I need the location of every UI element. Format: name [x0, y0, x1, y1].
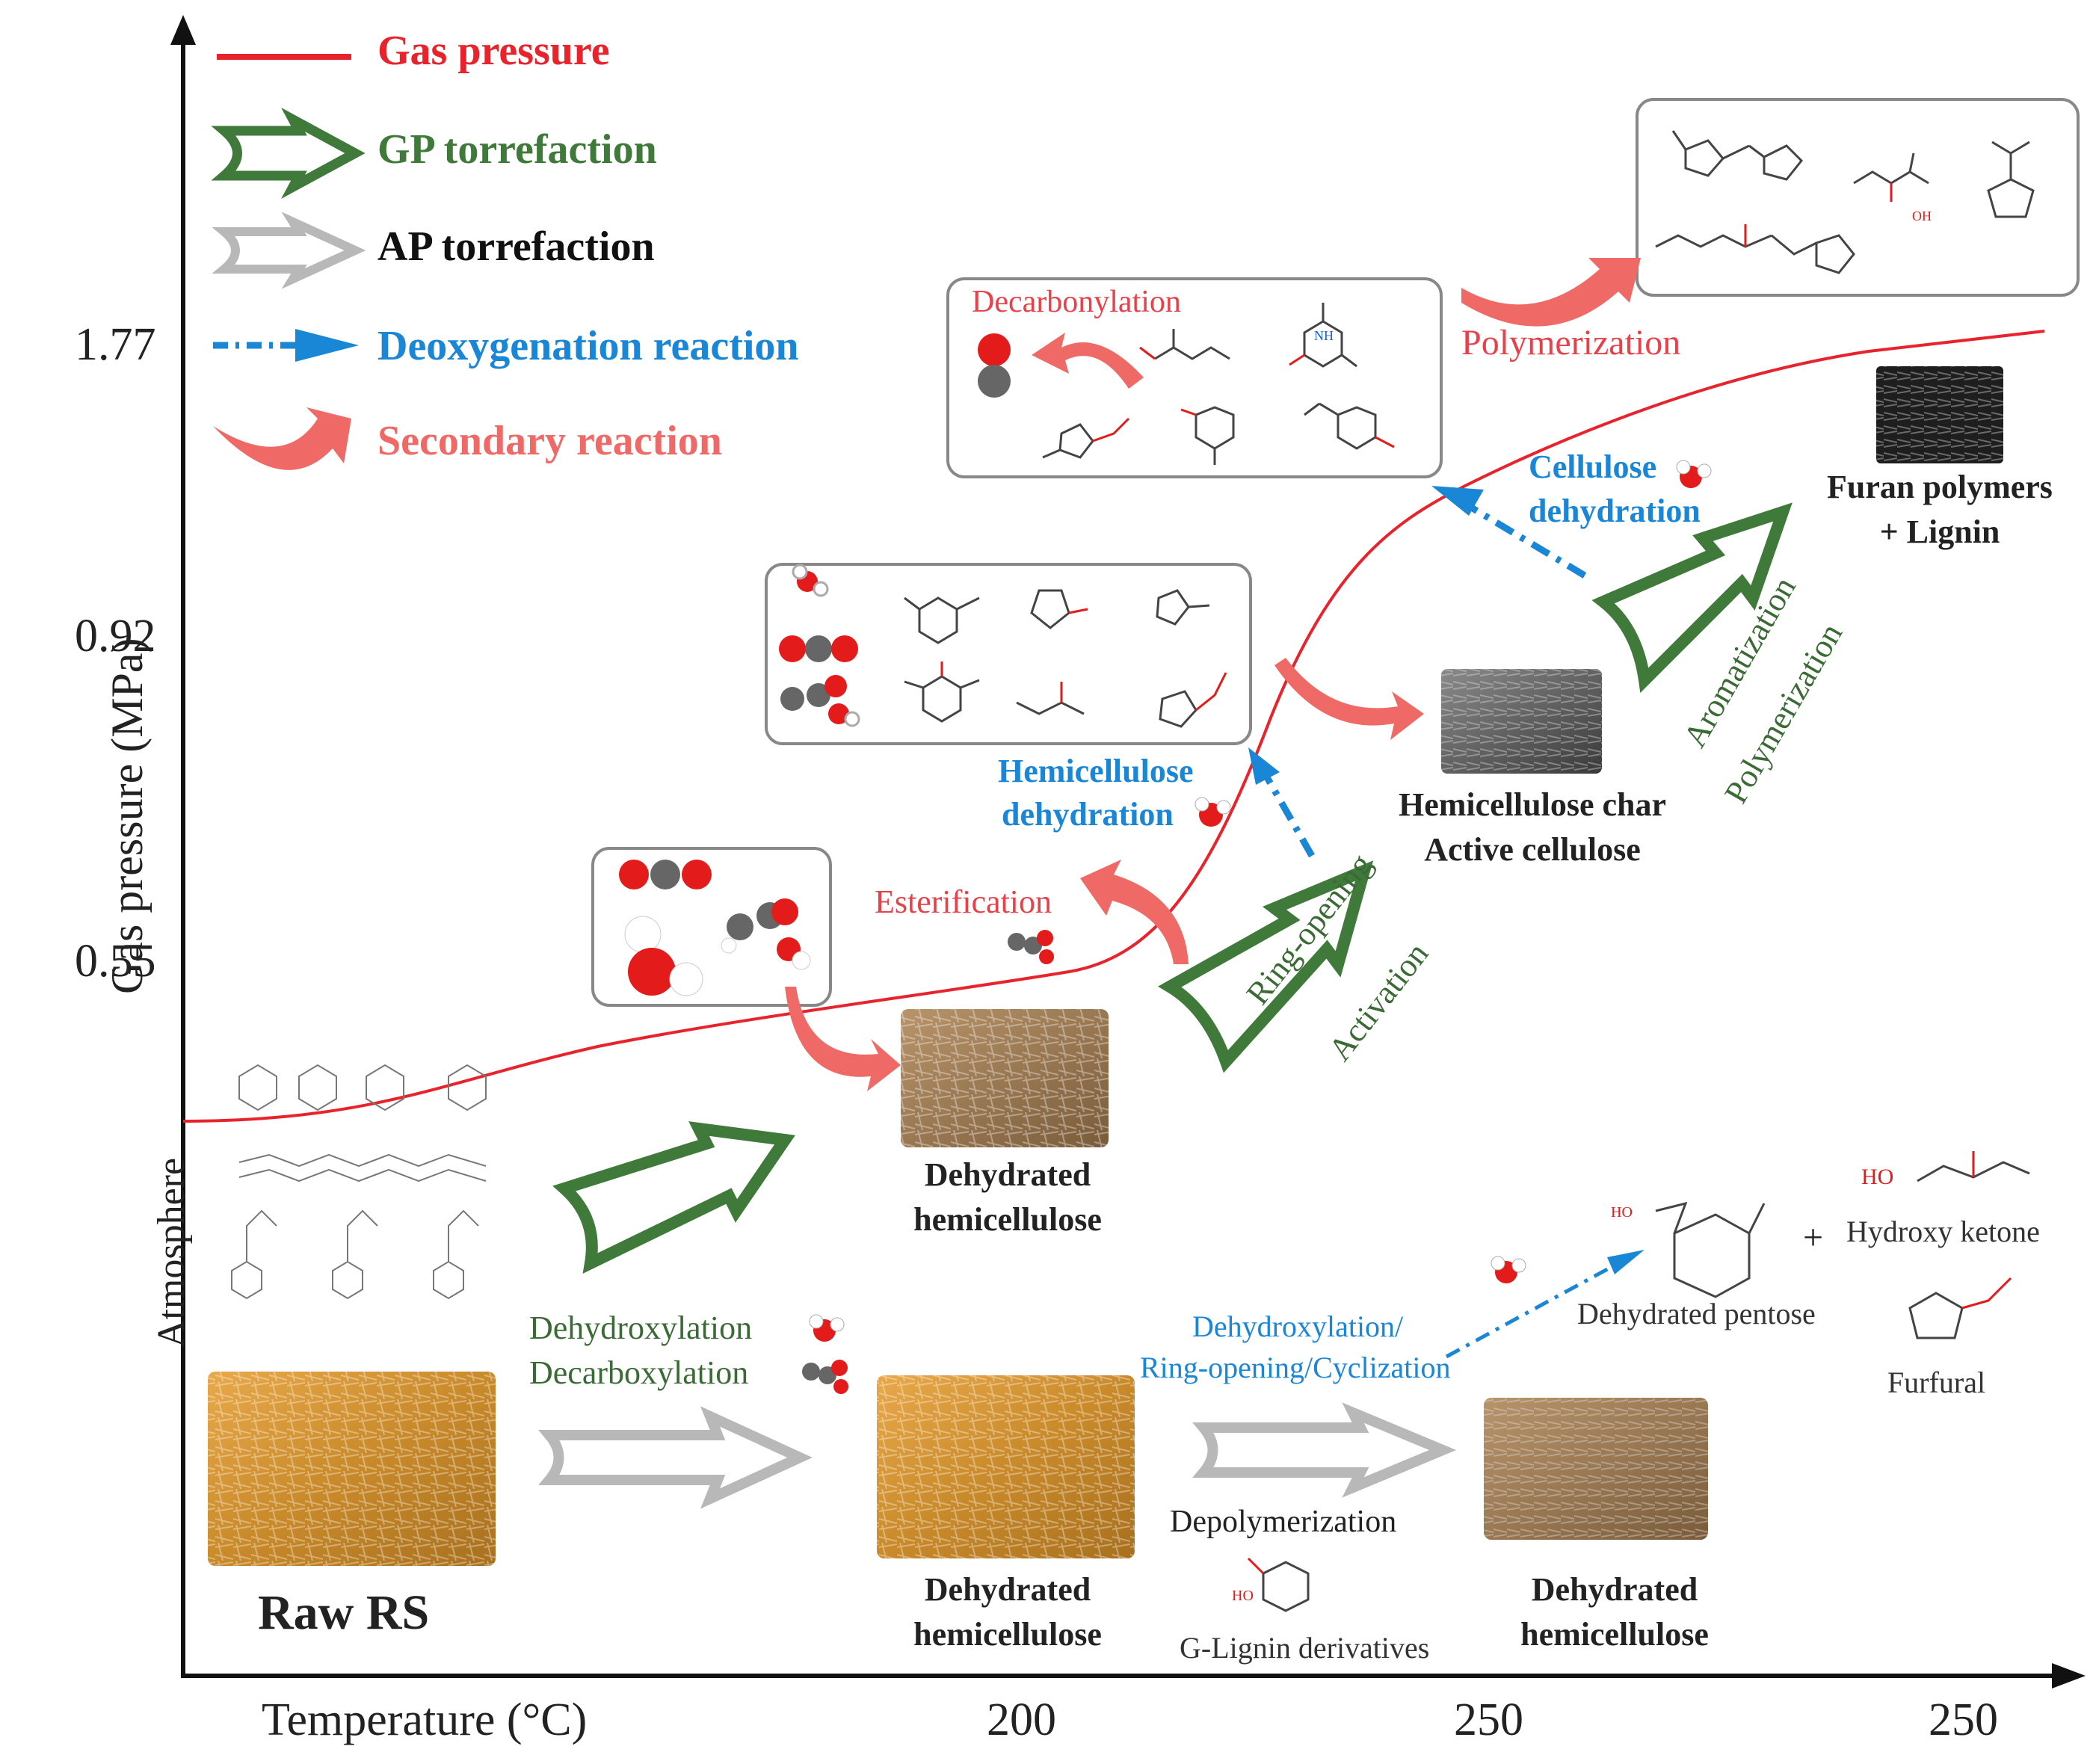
x-tick-250-a: 250 [1454, 1694, 1523, 1745]
label-hemicellulose-char: Hemicellulose char [1398, 786, 1666, 823]
label-furfural: Furfural [1887, 1366, 1986, 1399]
label-raw-rs: Raw RS [258, 1585, 430, 1640]
atom-nh: NH [1314, 328, 1334, 343]
label-dehydrated-bottom2-a: Dehydrated [1531, 1571, 1698, 1608]
label-esterification: Esterification [875, 883, 1052, 920]
label-dehydrated-bottom1-b: hemicellulose [913, 1616, 1102, 1653]
hemicellulose-char-block [1441, 669, 1602, 774]
y-tick-0-92: 0.92 [75, 611, 156, 662]
label-furan-polymers: Furan polymers [1827, 469, 2053, 505]
label-active-cellulose: Active cellulose [1424, 831, 1641, 868]
atom-ho-lignin: HO [1232, 1588, 1254, 1604]
label-dehydrated-bottom2-b: hemicellulose [1520, 1616, 1709, 1653]
secondary-reaction-arrows [785, 258, 1641, 1091]
label-plus: + [1803, 1218, 1824, 1257]
label-ring-opening-cyclization: Ring-opening/Cyclization [1140, 1351, 1451, 1384]
label-dehydrated-bottom1-a: Dehydrated [924, 1571, 1091, 1608]
label-dehydroxylation: Dehydroxylation [529, 1310, 753, 1346]
legend-ap-torrefaction: AP torrefaction [377, 223, 655, 270]
label-dehydrated-top-b: hemicellulose [913, 1201, 1102, 1238]
label-decarboxylation: Decarboxylation [529, 1354, 749, 1391]
small-molecule-icons [802, 460, 1712, 1394]
deoxygenation-arrows [1248, 486, 1645, 1359]
dehydrated-bale-top [901, 1009, 1109, 1147]
raw-rs-bale [208, 1372, 496, 1566]
label-dehydrated-top-a: Dehydrated [924, 1156, 1091, 1193]
label-polymerization: Polymerization [1461, 323, 1681, 363]
dehydrated-bale-bottom-1 [877, 1375, 1135, 1558]
biomass-structure-sketches [231, 1064, 487, 1300]
y-tick-1-77: 1.77 [75, 319, 156, 370]
y-axis-atmosphere: Atmosphere [150, 1157, 193, 1348]
box-hemi-products [765, 563, 1252, 745]
arrow-esterification [1080, 860, 1189, 964]
x-tick-200: 200 [987, 1694, 1056, 1745]
polymerization-structures [1655, 130, 2035, 274]
gp-arrow-2 [1158, 860, 1374, 1073]
gas-molecule-models [619, 860, 811, 996]
gp-arrow-1 [552, 1121, 795, 1274]
label-hemi-dehydration-a: Hemicellulose [998, 753, 1194, 789]
label-plus-lignin: + Lignin [1879, 514, 2000, 550]
gp-torrefaction-legend-arrow [211, 107, 366, 200]
ap-torrefaction-arrows [538, 1402, 1457, 1509]
ap-torrefaction-legend-arrow [212, 212, 366, 289]
legend-deoxygenation: Deoxygenation reaction [377, 323, 799, 369]
legend-graphics [211, 54, 366, 470]
atom-oh: OH [1912, 209, 1932, 223]
label-hemi-dehydration-b: dehydration [1002, 796, 1174, 833]
decarbonylation-structures [978, 303, 1395, 465]
arrow-to-dehydrated [785, 987, 901, 1091]
arrow-to-char [1274, 658, 1424, 740]
label-dehydroxylation-path: Dehydroxylation/ [1192, 1310, 1404, 1343]
arrow-polymerization [1461, 258, 1641, 327]
label-g-lignin: G-Lignin derivatives [1180, 1631, 1430, 1665]
x-axis [181, 1663, 2086, 1689]
box-polymerization [1636, 98, 2080, 297]
x-tick-250-b: 250 [1929, 1694, 1998, 1745]
y-axis [170, 15, 196, 1676]
box-decarbonylation [946, 277, 1443, 478]
legend-gp-torrefaction: GP torrefaction [377, 126, 657, 173]
legend-gas-pressure: Gas pressure [377, 28, 610, 74]
hemi-product-structures [779, 564, 1227, 728]
dehydrated-bale-bottom-2 [1484, 1398, 1708, 1540]
atom-ho-ketone: HO [1861, 1165, 1894, 1189]
product-structures [1247, 1151, 2030, 1612]
gp-torrefaction-arrows [552, 502, 1793, 1274]
legend-secondary-reaction: Secondary reaction [377, 418, 722, 464]
arrow-to-decarbonylation [1032, 333, 1144, 389]
label-decarbonylation: Decarbonylation [972, 285, 1181, 319]
label-depolymerization: Depolymerization [1170, 1505, 1397, 1539]
secondary-legend-arrow [213, 407, 351, 470]
furan-polymer-block [1876, 366, 2003, 463]
label-cellulose-dehydration-b: dehydration [1529, 493, 1701, 529]
label-hydroxy-ketone: Hydroxy ketone [1846, 1215, 2040, 1248]
ap-arrow-2 [1192, 1402, 1457, 1498]
label-dehydrated-pentose: Dehydrated pentose [1577, 1297, 1816, 1330]
ap-arrow-1 [538, 1406, 813, 1509]
atom-ho-pentose: HO [1611, 1204, 1633, 1221]
x-axis-label: Temperature (°C) [262, 1694, 588, 1745]
y-tick-0-55: 0.55 [75, 936, 156, 987]
label-cellulose-dehydration-a: Cellulose [1529, 448, 1657, 485]
gp-arrow-3 [1591, 502, 1793, 693]
